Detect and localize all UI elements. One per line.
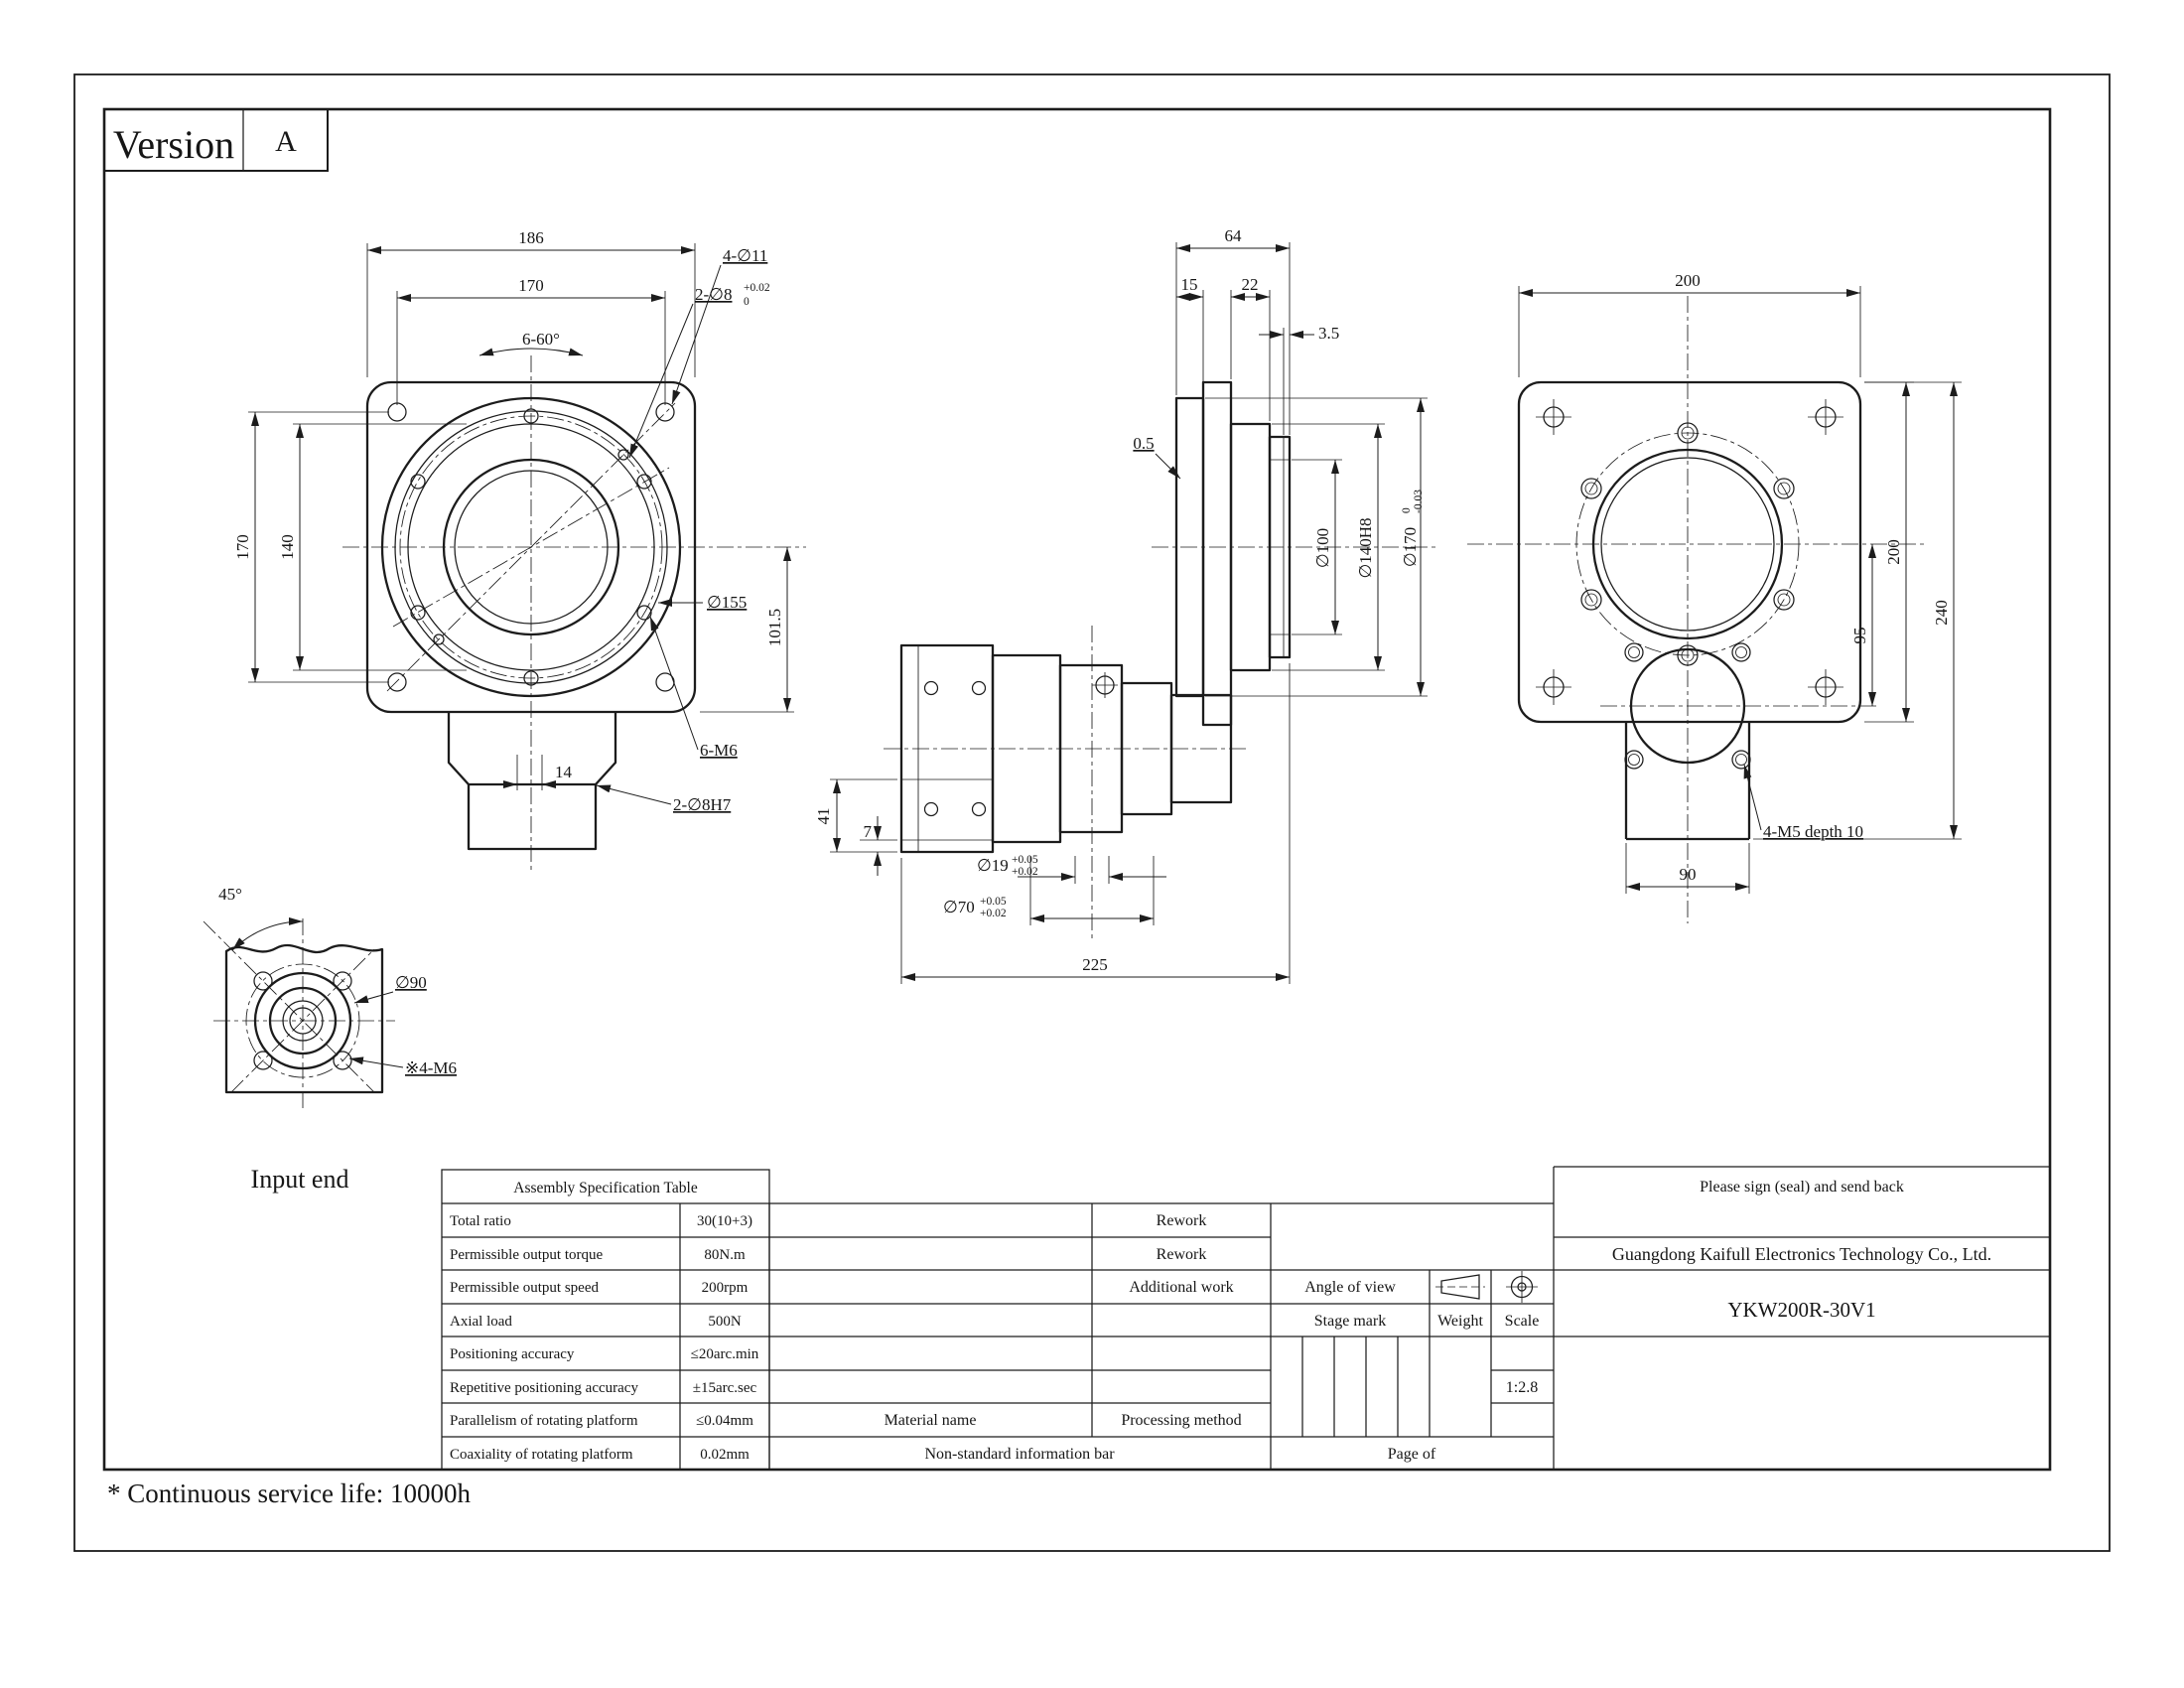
input-spigot-tol-top: +0.05 — [980, 896, 1007, 908]
scale-label-cell: Scale — [1505, 1313, 1540, 1330]
platform-circle — [380, 396, 682, 698]
label-tapped-4m6: ※4-M6 — [405, 1058, 457, 1077]
dim-platform-protrusion: 0.5 — [1133, 434, 1154, 453]
pin-tol-bot: 0 — [744, 296, 750, 308]
projection-circle-symbol — [1506, 1271, 1538, 1303]
label-pin-holes: 2-∅8 — [695, 285, 732, 304]
stage-mark-cell: Stage mark — [1314, 1313, 1386, 1330]
dim-offset-14: 14 — [555, 763, 573, 781]
spec-label: Total ratio — [450, 1213, 511, 1229]
dim-bore-100: ∅100 — [1313, 528, 1332, 568]
spec-label: Permissible output speed — [450, 1280, 599, 1296]
sheet-frame — [73, 73, 2111, 1552]
dim-platform-dia: ∅170 — [1401, 527, 1420, 567]
platform-tol-bot: -0.03 — [1413, 490, 1425, 513]
gearbox-boss-circle — [1591, 448, 1784, 640]
footer-note: * Continuous service life: 10000h — [107, 1478, 471, 1508]
dim-rear-width: 200 — [1675, 271, 1701, 290]
label-tapped-4m5: 4-M5 depth 10 — [1763, 822, 1863, 841]
spec-label: Permissible output torque — [450, 1247, 603, 1263]
input-bolt-circle — [245, 963, 360, 1078]
spec-table: Assembly Specification Table Total ratio… — [441, 1169, 770, 1471]
spec-value: 200rpm — [702, 1280, 749, 1296]
spec-value: ±15arc.sec — [693, 1380, 757, 1396]
company-name: Guangdong Kaifull Electronics Technology… — [1612, 1244, 1991, 1264]
spec-label: Positioning accuracy — [450, 1346, 575, 1362]
dim-rear-height-overall: 240 — [1932, 600, 1951, 626]
dim-angle-45: 45° — [218, 885, 242, 904]
input-boss-circle — [1629, 647, 1746, 765]
label-corner-holes: 4-∅11 — [723, 246, 767, 265]
first-angle-symbol — [1435, 1274, 1485, 1300]
additional-work-cell: Additional work — [1129, 1279, 1233, 1296]
scale-value-cell: 1:2.8 — [1506, 1379, 1538, 1396]
label-circle-155: ∅155 — [707, 593, 747, 612]
side-view: 64 15 22 3.5 0.5 ∅100 ∅140H8 ∅170 0 -0.0… — [814, 226, 1439, 984]
pin-tol-top: +0.02 — [744, 282, 770, 294]
dim-center-offset: 95 — [1850, 628, 1869, 644]
rear-view: 200 200 240 95 90 4-M5 depth 10 — [1467, 271, 1962, 923]
spec-value: 0.02mm — [700, 1447, 750, 1463]
version-box: Version A — [103, 108, 329, 172]
model-number: YKW200R-30V1 — [1727, 1298, 1875, 1322]
dim-rear-height: 200 — [1884, 539, 1903, 565]
input-end-caption: Input end — [251, 1165, 349, 1194]
spec-value: ≤20arc.min — [691, 1346, 759, 1362]
dim-ext-width: 90 — [1680, 865, 1697, 884]
rework-cell-2: Rework — [1157, 1246, 1207, 1263]
spec-value: 80N.m — [704, 1247, 746, 1263]
dim-length-overall: 225 — [1082, 955, 1108, 974]
spec-label: Repetitive positioning accuracy — [450, 1380, 638, 1396]
title-block: Rework Rework Additional work Angle of v… — [768, 1166, 2050, 1470]
dim-inner-height: 140 — [278, 534, 297, 560]
platform-tol-top: 0 — [1401, 507, 1413, 513]
dim-depth-overall: 64 — [1225, 226, 1243, 245]
dim-body-thk: 22 — [1242, 275, 1259, 294]
spec-value: ≤0.04mm — [696, 1413, 753, 1429]
spec-label: Axial load — [450, 1314, 512, 1330]
input-bore-tol-top: +0.05 — [1012, 854, 1038, 866]
dim-input-spigot: ∅70 — [943, 898, 975, 916]
dim-overall-width: 186 — [518, 228, 544, 247]
flange-edge — [1268, 435, 1292, 659]
sign-note: Please sign (seal) and send back — [1700, 1179, 1904, 1196]
dim-flange-thk: 3.5 — [1318, 324, 1339, 343]
version-label: Version — [113, 122, 234, 167]
dim-platform-thk: 15 — [1181, 275, 1198, 294]
spec-label: Coaxiality of rotating platform — [450, 1447, 633, 1463]
front-plate-outline — [365, 380, 697, 714]
dim-bolt-width: 170 — [518, 276, 544, 295]
non-standard-cell: Non-standard information bar — [924, 1446, 1115, 1463]
spec-value: 30(10+3) — [697, 1213, 752, 1229]
version-value: A — [275, 125, 297, 158]
rework-cell-1: Rework — [1157, 1212, 1207, 1229]
processing-method-cell: Processing method — [1121, 1412, 1241, 1429]
material-name-cell: Material name — [885, 1412, 977, 1429]
plate-edge — [1201, 380, 1233, 727]
dim-input-bore: ∅19 — [977, 856, 1009, 875]
dim-center-to-bottom: 101.5 — [765, 609, 784, 646]
dim-hole-angle: 6-60° — [522, 330, 560, 349]
input-housing-front — [447, 712, 617, 786]
spec-table-title: Assembly Specification Table — [513, 1180, 698, 1196]
dim-input-depth: 41 — [814, 808, 833, 825]
spec-value: 500N — [708, 1314, 742, 1330]
angle-of-view-cell: Angle of view — [1304, 1279, 1396, 1296]
dim-bolt-height: 170 — [233, 534, 252, 560]
input-spigot-tol-bot: +0.02 — [980, 908, 1007, 919]
front-view: 186 170 6-60° 4-∅11 2-∅8 +0.02 0 170 140… — [233, 228, 806, 872]
label-bolt-circle-90: ∅90 — [395, 973, 427, 992]
label-tapped-6m6: 6-M6 — [700, 741, 738, 760]
dim-spigot-140: ∅140H8 — [1356, 517, 1375, 578]
input-bore-tol-bot: +0.02 — [1012, 866, 1038, 878]
label-dowel-2d8h7: 2-∅8H7 — [673, 795, 732, 814]
rear-plate-outline — [1517, 380, 1862, 724]
input-end-view: 45° ∅90 ※4-M6 Input end — [203, 885, 457, 1194]
spec-label: Parallelism of rotating platform — [450, 1413, 638, 1429]
bolt-circle — [399, 415, 663, 679]
dim-input-lip: 7 — [864, 822, 873, 841]
weight-cell: Weight — [1437, 1313, 1483, 1330]
page-of-cell: Page of — [1388, 1446, 1436, 1463]
